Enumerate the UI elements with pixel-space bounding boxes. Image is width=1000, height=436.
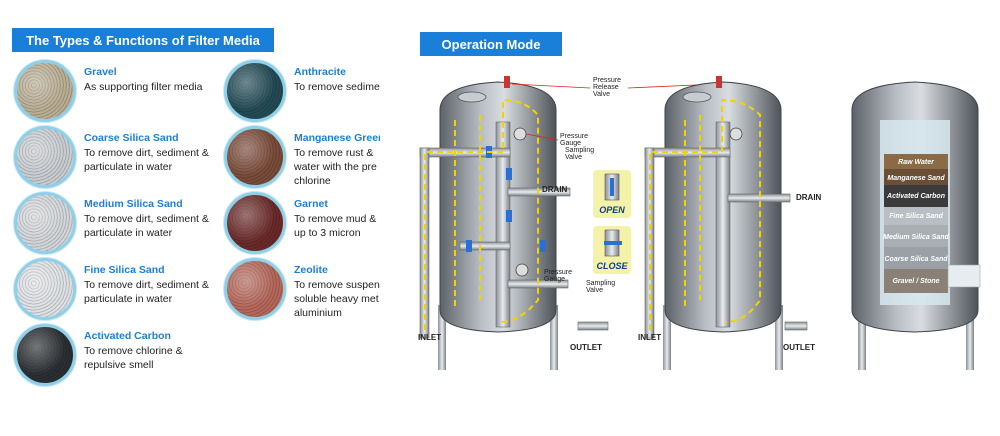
sampling-valve-label-bottom-line2: Valve: [586, 287, 603, 294]
layer-coarse-silica-sand: Coarse Silica Sand: [884, 256, 948, 263]
media-name: Garnet: [294, 198, 328, 210]
sampling-valve-label-top-line2: Valve: [565, 154, 582, 161]
operation-mode-title-banner: Operation Mode: [420, 32, 562, 56]
media-item-garnet: Garnet To remove mud & up to 3 micron: [224, 192, 380, 254]
tank-2: DRAIN INLET OUTLET: [638, 76, 822, 370]
media-name: Manganese Green: [294, 132, 380, 144]
media-description-line: chlorine: [294, 175, 331, 187]
coarse-silica-sand-swatch: [14, 126, 76, 188]
media-item-manganese-green: Manganese Green To remove rust & water wit…: [224, 126, 380, 188]
outlet-label-tank-2: OUTLET: [783, 343, 815, 352]
media-item-zeolite: Zeolite To remove suspen soluble heavy met…: [224, 258, 380, 320]
pressure-gauge-label-bottom-line2: Gauge: [544, 276, 565, 283]
media-text: Manganese Green To remove rust & water wit…: [294, 132, 380, 188]
layer-manganese-sand: Manganese Sand: [887, 175, 945, 182]
media-description-line: As supporting filter media: [84, 81, 203, 93]
close-label: CLOSE: [596, 261, 628, 271]
layer-gravel-stone: Gravel / Stone: [892, 278, 939, 285]
inlet-label-tank-2: INLET: [638, 333, 661, 342]
open-label: OPEN: [599, 205, 625, 215]
media-text: Coarse Silica Sand To remove dirt, sedime…: [84, 132, 224, 174]
pressure-release-label-line2: Release: [593, 84, 619, 91]
media-item-fine-silica-sand: Fine Silica Sand To remove dirt, sediment…: [14, 258, 224, 320]
drain-label-tank-2: DRAIN: [796, 193, 822, 202]
media-name: Zeolite: [294, 264, 328, 276]
media-description-line: To remove rust &: [294, 147, 374, 159]
media-description-line: particulate in water: [84, 227, 173, 239]
medium-silica-sand-swatch: [14, 192, 76, 254]
media-text: Activated Carbon To remove chlorine & repu…: [84, 330, 224, 372]
media-description-line: To remove mud &: [294, 213, 377, 225]
outlet-label-tank-1: OUTLET: [570, 343, 602, 352]
media-name: Fine Silica Sand: [84, 264, 165, 276]
media-description-line: soluble heavy met: [294, 293, 379, 305]
pressure-gauge-label-top-line1: Pressure: [560, 133, 588, 140]
activated-carbon-swatch: [14, 324, 76, 386]
layer-fine-silica-sand: Fine Silica Sand: [889, 213, 943, 220]
layer-medium-silica-sand: Medium Silica Sand: [883, 234, 949, 241]
pressure-gauge-label-top-line2: Gauge: [560, 140, 581, 147]
media-description-line: repulsive smell: [84, 359, 154, 371]
sampling-valve-label-bottom-line1: Sampling: [586, 280, 615, 287]
media-name: Anthracite: [294, 66, 346, 78]
inlet-label-tank-1: INLET: [418, 333, 441, 342]
media-name: Activated Carbon: [84, 330, 171, 342]
anthracite-swatch: [224, 60, 286, 122]
media-description-line: To remove suspen: [294, 279, 380, 291]
media-text: Medium Silica Sand To remove dirt, sedime…: [84, 198, 224, 240]
media-description-line: up to 3 micron: [294, 227, 361, 239]
tank-3-cutaway: Raw Water Manganese Sand Activated Carbo…: [851, 81, 981, 370]
gravel-swatch: [14, 60, 76, 122]
layer-raw-water: Raw Water: [898, 159, 935, 166]
operation-mode-diagram: OPEN CLOSE Pressure Release Valve Pressu…: [418, 76, 981, 370]
manganese-green-swatch: [224, 126, 286, 188]
media-description-line: To remove dirt, sediment &: [84, 213, 209, 225]
media-description-line: particulate in water: [84, 293, 173, 305]
sampling-valve-label-top-line1: Sampling: [565, 147, 594, 154]
zeolite-swatch: [224, 258, 286, 320]
media-name: Medium Silica Sand: [84, 198, 183, 210]
media-text: Anthracite To remove sedime: [294, 66, 380, 94]
media-description-line: particulate in water: [84, 161, 173, 173]
media-item-medium-silica-sand: Medium Silica Sand To remove dirt, sedime…: [14, 192, 224, 254]
tank-1: [419, 76, 609, 370]
media-item-gravel: Gravel As supporting filter media: [14, 60, 224, 122]
media-name: Gravel: [84, 66, 117, 78]
operation-mode-title: Operation Mode: [441, 36, 541, 52]
pressure-gauge-label-bottom-line1: Pressure: [544, 269, 572, 276]
pressure-release-label-line1: Pressure: [593, 77, 621, 84]
pressure-release-label-line3: Valve: [593, 91, 610, 98]
media-item-activated-carbon: Activated Carbon To remove chlorine & repu…: [14, 324, 224, 386]
media-description-line: water with the pre: [294, 161, 377, 173]
garnet-swatch: [224, 192, 286, 254]
media-name: Coarse Silica Sand: [84, 132, 179, 144]
media-text: Garnet To remove mud & up to 3 micron: [294, 198, 380, 240]
media-item-coarse-silica-sand: Coarse Silica Sand To remove dirt, sedime…: [14, 126, 224, 188]
layer-activated-carbon: Activated Carbon: [886, 193, 945, 200]
media-item-anthracite: Anthracite To remove sedime: [224, 60, 380, 122]
media-text: Gravel As supporting filter media: [84, 66, 224, 94]
fine-silica-sand-swatch: [14, 258, 76, 320]
media-description-line: To remove dirt, sediment &: [84, 279, 209, 291]
media-text: Fine Silica Sand To remove dirt, sediment…: [84, 264, 224, 306]
valve-legend: OPEN CLOSE: [593, 170, 631, 274]
media-description-line: To remove chlorine &: [84, 345, 183, 357]
media-description-line: To remove sedime: [294, 81, 380, 93]
filter-media-title-banner: The Types & Functions of Filter Media: [12, 28, 274, 52]
media-description-line: aluminium: [294, 307, 342, 319]
media-description-line: To remove dirt, sediment &: [84, 147, 209, 159]
filter-media-title: The Types & Functions of Filter Media: [26, 32, 260, 48]
drain-label-tank-1: DRAIN: [542, 185, 568, 194]
media-text: Zeolite To remove suspen soluble heavy met…: [294, 264, 380, 320]
